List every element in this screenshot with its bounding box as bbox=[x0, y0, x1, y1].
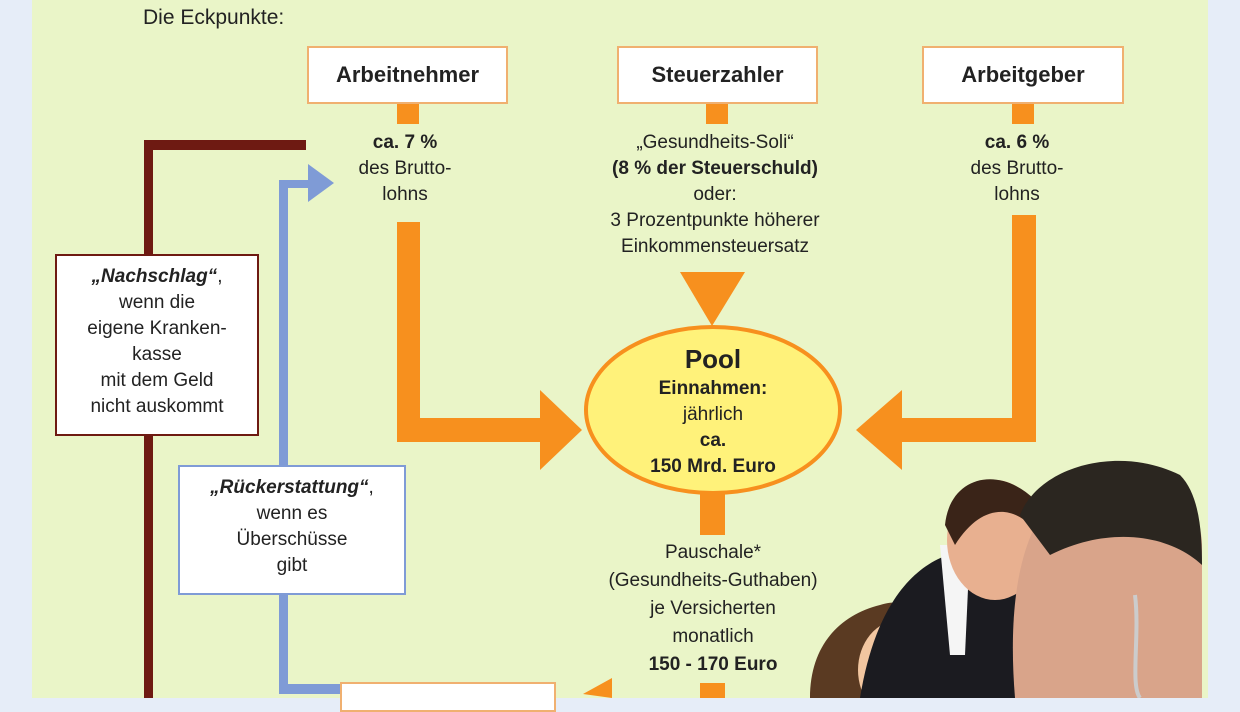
text-line: lohns bbox=[382, 184, 428, 205]
text-line: ca. bbox=[699, 430, 727, 451]
text-line: (8 % der Steuerschuld) bbox=[612, 158, 818, 179]
arrow-steuerzahler-to-pool bbox=[680, 272, 745, 326]
nachschlag-title: „Nachschlag“ bbox=[91, 266, 218, 287]
steuerzahler-text: „Gesundheits-Soli“ (8 % der Steuerschuld… bbox=[560, 130, 870, 260]
box-arbeitnehmer: Arbeitnehmer bbox=[307, 46, 508, 104]
text-line: monatlich bbox=[672, 626, 754, 647]
text-line: Einkommensteuersatz bbox=[621, 236, 809, 257]
text-line: kasse bbox=[132, 344, 182, 365]
rueckerstattung-title: „Rückerstattung“ bbox=[210, 477, 369, 498]
family-doctor-photo bbox=[810, 460, 1202, 698]
pool-title: Pool bbox=[684, 344, 742, 374]
stub bbox=[1012, 104, 1034, 124]
text-line: wenn die bbox=[118, 292, 196, 313]
text-line: ca. 6 % bbox=[984, 132, 1050, 153]
text-line: eigene Kranken- bbox=[87, 318, 227, 339]
text-line: oder: bbox=[693, 184, 737, 205]
text-line: des Brutto- bbox=[970, 158, 1064, 179]
rueckerstattung-box: „Rückerstattung“, wenn es Überschüsse gi… bbox=[178, 465, 406, 595]
text-line: des Brutto- bbox=[358, 158, 452, 179]
text-line: (Gesundheits-Guthaben) bbox=[608, 570, 818, 591]
text-line: Überschüsse bbox=[236, 529, 348, 550]
pool-text: Pool Einnahmen: jährlich ca. 150 Mrd. Eu… bbox=[600, 342, 826, 480]
text-line: je Versicherten bbox=[650, 598, 776, 619]
text-line: jährlich bbox=[682, 404, 744, 425]
heading: Die Eckpunkte: bbox=[143, 6, 285, 29]
text-line: gibt bbox=[276, 555, 308, 576]
arbeitgeber-text: ca. 6 % des Brutto- lohns bbox=[917, 130, 1117, 208]
arbeitnehmer-text: ca. 7 % des Brutto- lohns bbox=[305, 130, 505, 208]
text-line: lohns bbox=[994, 184, 1040, 205]
text-line: Einnahmen: bbox=[658, 378, 768, 399]
pauschale-text: Pauschale* (Gesundheits-Guthaben) je Ver… bbox=[600, 539, 826, 679]
rueckerstattung-line bbox=[279, 164, 340, 694]
stub bbox=[706, 104, 728, 124]
krankenkasse-box bbox=[340, 682, 556, 712]
text-line: 3 Prozentpunkte höherer bbox=[610, 210, 820, 231]
text-line: mit dem Geld bbox=[100, 370, 214, 391]
stub bbox=[397, 104, 419, 124]
pool-stub bbox=[700, 493, 725, 535]
text-line: wenn es bbox=[256, 503, 328, 524]
text-line: 150 - 170 Euro bbox=[648, 654, 778, 675]
pauschale-stub bbox=[700, 683, 725, 698]
arrow-arbeitgeber-to-pool bbox=[856, 215, 1036, 470]
box-steuerzahler: Steuerzahler bbox=[617, 46, 818, 104]
text-line: „Gesundheits-Soli“ bbox=[636, 132, 794, 153]
nachschlag-box: „Nachschlag“, wenn die eigene Kranken- k… bbox=[55, 254, 259, 436]
arrow-arbeitnehmer-to-pool bbox=[397, 222, 582, 470]
pool-ellipse bbox=[584, 325, 842, 495]
text-line: Pauschale* bbox=[664, 542, 762, 563]
text-line: 150 Mrd. Euro bbox=[650, 456, 776, 477]
arrow-to-kasse bbox=[583, 678, 612, 698]
box-arbeitgeber: Arbeitgeber bbox=[922, 46, 1124, 104]
text-line: nicht auskommt bbox=[90, 396, 224, 417]
text-line: ca. 7 % bbox=[372, 132, 438, 153]
